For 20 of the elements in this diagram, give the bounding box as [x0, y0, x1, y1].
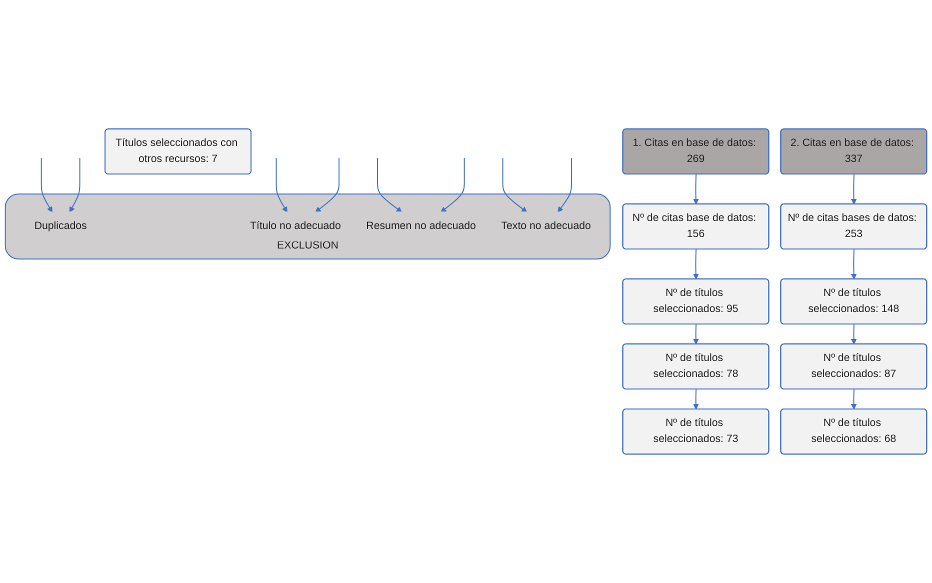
- arrow: [850, 388, 857, 410]
- arrow: [558, 158, 572, 212]
- node-text: Título no adecuado: [250, 220, 341, 232]
- arrow: [693, 248, 699, 280]
- node-text: Duplicados: [34, 220, 87, 232]
- node-text: Texto no adecuado: [501, 220, 591, 232]
- arrow: [693, 174, 699, 204]
- arrow: [502, 158, 528, 212]
- node-text: Resumen no adecuado: [366, 220, 476, 232]
- arrow: [69, 158, 80, 212]
- arrow: [693, 388, 699, 410]
- arrow: [440, 158, 465, 212]
- arrow: [315, 158, 340, 212]
- arrow: [850, 174, 857, 204]
- arrow: [377, 158, 402, 212]
- arrow: [850, 324, 857, 345]
- arrow: [693, 324, 699, 345]
- arrow: [850, 248, 857, 280]
- arrow: [276, 158, 288, 212]
- arrow: [40, 158, 53, 212]
